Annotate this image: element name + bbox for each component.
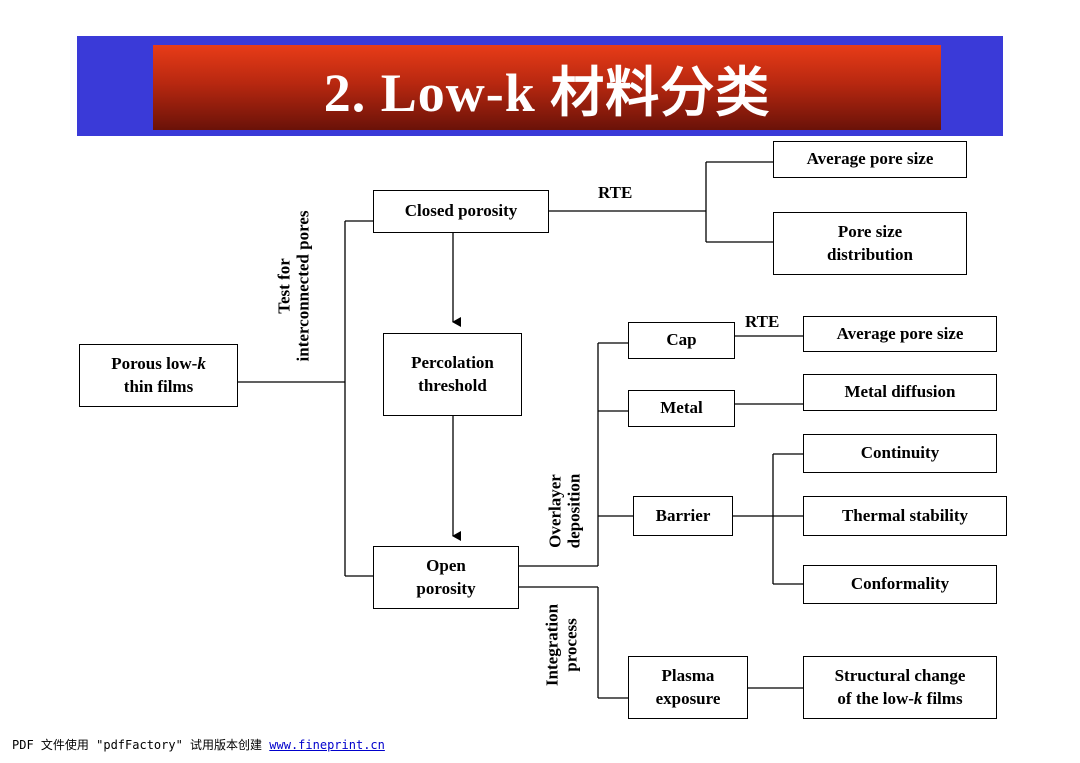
footer-text: PDF 文件使用 "pdfFactory" 试用版本创建 <box>12 738 270 752</box>
box-pore-size-distribution: Pore size distribution <box>773 212 967 275</box>
label-overlayer-deposition: Overlayer deposition <box>545 473 583 549</box>
box-metal-diffusion: Metal diffusion <box>803 374 997 411</box>
box-plasma-exposure: Plasma exposure <box>628 656 748 719</box>
label-rte-cap: RTE <box>745 312 780 331</box>
box-closed-porosity: Closed porosity <box>373 190 549 233</box>
box-percolation-threshold: Percolation threshold <box>383 333 522 416</box>
box-barrier: Barrier <box>633 496 733 536</box>
box-thermal-stability: Thermal stability <box>803 496 1007 536</box>
box-metal: Metal <box>628 390 735 427</box>
box-cap: Cap <box>628 322 735 359</box>
footer: PDF 文件使用 "pdfFactory" 试用版本创建 www.finepri… <box>12 736 385 753</box>
label-test-interconnected: Test for interconnected pores <box>274 210 312 362</box>
box-average-pore-size-2: Average pore size <box>803 316 997 352</box>
box-structural-change: Structural change of the low-k films <box>803 656 997 719</box>
label-integration-process: Integration process <box>542 603 580 687</box>
box-average-pore-size-1: Average pore size <box>773 141 967 178</box>
label-rte-closed: RTE <box>598 183 633 202</box>
box-conformality: Conformality <box>803 565 997 604</box>
footer-link[interactable]: www.fineprint.cn <box>269 738 385 752</box>
slide-title: 2. Low-k 材料分类 <box>323 63 771 123</box>
box-open-porosity: Open porosity <box>373 546 519 609</box>
title-box: 2. Low-k 材料分类 <box>153 45 941 130</box>
box-continuity: Continuity <box>803 434 997 473</box>
box-porous-films: Porous low-k thin films <box>79 344 238 407</box>
